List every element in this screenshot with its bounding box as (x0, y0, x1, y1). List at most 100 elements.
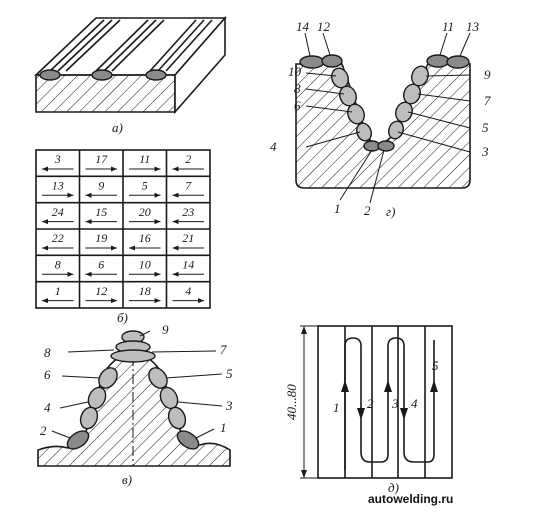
dome-label-5: 5 (226, 366, 233, 381)
grid-cell: 24 (42, 205, 74, 225)
grid-cell: 1 (42, 284, 74, 304)
arrow-left-icon (129, 245, 135, 251)
grid-cell: 14 (172, 258, 204, 277)
grid-cell: 8 (42, 258, 74, 277)
grid-cell-number: 21 (182, 231, 194, 245)
grid-cell: 16 (129, 231, 161, 251)
grid-cell-number: 15 (95, 205, 107, 219)
arrow-right-icon (154, 166, 161, 172)
groove-label-9: 9 (484, 67, 491, 82)
groove-label-11: 11 (442, 19, 454, 34)
arrow-right-icon (67, 192, 74, 198)
dome-label-8: 8 (44, 345, 51, 360)
grid-cell-number: 19 (95, 231, 107, 245)
panel-a-plate (33, 15, 227, 115)
grid-cell-number: 10 (139, 258, 151, 272)
grid-cell-number: 7 (185, 179, 192, 193)
arrow-left-icon (172, 192, 179, 198)
grid-cell: 12 (85, 284, 117, 304)
grid-cell: 13 (42, 179, 74, 198)
arrow-left-icon (172, 219, 179, 225)
grid-cell: 19 (85, 231, 117, 251)
grid-cell: 11 (129, 152, 161, 172)
watermark: autowelding.ru (368, 492, 453, 506)
dome-label-1: 1 (220, 420, 227, 435)
groove-label-2: 2 (364, 203, 371, 218)
arrow-left-icon (172, 271, 179, 277)
grid-cell-number: 18 (139, 284, 151, 298)
pass-label-2: 2 (367, 396, 374, 411)
grid-cell: 9 (85, 179, 117, 198)
groove-label-1: 1 (334, 201, 341, 216)
arrow-left-icon (172, 245, 179, 251)
arrow-right-icon (198, 298, 204, 304)
groove-label-10: 10 (288, 64, 302, 79)
grid-cell: 15 (85, 205, 117, 225)
grid-cell-number: 22 (52, 231, 64, 245)
arrow-left-icon (85, 271, 92, 277)
grid-cell: 2 (172, 152, 204, 172)
groove-label-5: 5 (482, 120, 489, 135)
arrow-right-icon (111, 245, 117, 251)
grid-cell-number: 2 (185, 152, 191, 166)
groove-label-4: 4 (270, 139, 277, 154)
caption-g: г) (386, 204, 395, 219)
grid-cell-number: 24 (52, 205, 64, 219)
caption-v: в) (122, 472, 132, 487)
arrow-right-icon (154, 298, 161, 304)
arrow-left-icon (85, 219, 92, 225)
grid-cell-number: 13 (52, 179, 64, 193)
grid-cell-number: 9 (98, 179, 104, 193)
groove-label-7: 7 (484, 93, 491, 108)
groove-label-14: 14 (296, 19, 310, 34)
serpentine-dimension: 40...80 (284, 384, 299, 420)
groove-label-8: 8 (294, 81, 301, 96)
grid-cell-number: 1 (55, 284, 61, 298)
pass-label-5: 5 (432, 358, 439, 373)
grid-cell-number: 4 (185, 284, 191, 298)
grid-cell: 23 (172, 205, 204, 225)
dome-label-4: 4 (44, 400, 51, 415)
grid-cell-number: 12 (95, 284, 107, 298)
grid-cell-number: 6 (98, 258, 104, 272)
caption-a: а) (112, 120, 123, 135)
grid-cell: 20 (129, 205, 161, 225)
groove-label-3: 3 (481, 144, 489, 159)
grid-cell: 10 (129, 258, 161, 277)
arrow-right-icon (111, 166, 117, 172)
grid-cell-number: 11 (139, 152, 150, 166)
arrow-left-icon (42, 219, 48, 225)
panel-a-beads (39, 19, 213, 81)
arrow-left-icon (42, 245, 48, 251)
arrow-right-icon (154, 219, 161, 225)
grid-cell: 7 (172, 179, 204, 198)
dome-label-3: 3 (225, 398, 233, 413)
dome-label-7: 7 (220, 342, 227, 357)
grid-cell: 17 (85, 152, 117, 172)
grid-cell: 4 (172, 284, 204, 304)
grid-cell-number: 17 (95, 152, 108, 166)
grid-cell-number: 16 (139, 231, 151, 245)
dome-label-2: 2 (40, 423, 47, 438)
grid-cell-number: 20 (139, 205, 151, 219)
grid-cell: 5 (129, 179, 161, 198)
grid-cell-number: 8 (55, 258, 61, 272)
arrow-left-icon (172, 166, 179, 172)
groove-label-12: 12 (317, 19, 331, 34)
grid-cell: 3 (42, 152, 74, 172)
panel-v-dome (37, 330, 231, 467)
arrow-left-icon (42, 166, 48, 172)
pass-label-4: 4 (411, 396, 418, 411)
arrow-right-icon (111, 298, 117, 304)
pass-label-1: 1 (333, 400, 340, 415)
grid-cell-number: 5 (142, 179, 148, 193)
dome-label-9: 9 (162, 322, 169, 337)
arrow-left-icon (85, 192, 92, 198)
grid-cell-number: 3 (54, 152, 61, 166)
grid-cell: 22 (42, 231, 74, 251)
grid-cell: 21 (172, 231, 204, 251)
grid-cell: 6 (85, 258, 117, 277)
grid-cell: 18 (129, 284, 161, 304)
